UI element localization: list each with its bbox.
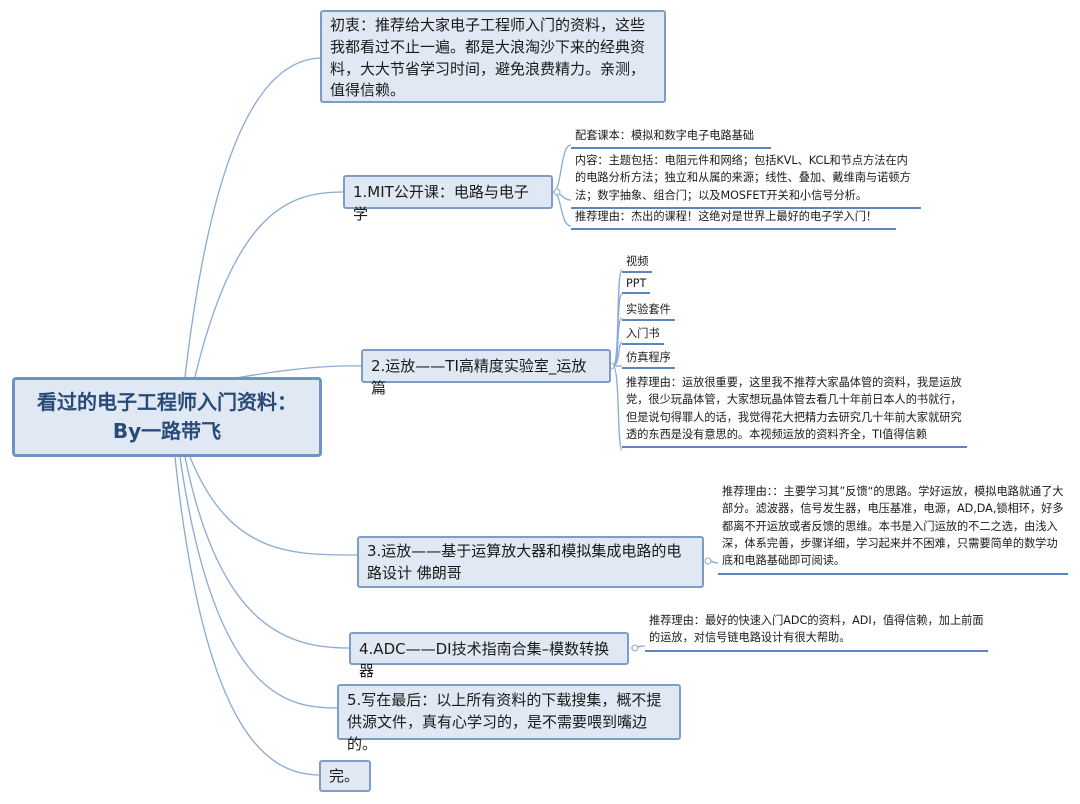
final-note-node[interactable]: 5.写在最后：以上所有资料的下载搜集，概不提供源文件，真有心学习的，是不需要喂到… bbox=[337, 684, 681, 753]
ti-item-lab-kit[interactable]: 实验套件 bbox=[622, 301, 675, 321]
mit-content-leaf[interactable]: 内容：主题包括：电阻元件和网络；包括KVL、KCL和节点方法在内的电路分析方法；… bbox=[571, 152, 921, 210]
central-topic[interactable]: 看过的电子工程师入门资料： By一路带飞 bbox=[12, 377, 322, 457]
ti-item-ppt[interactable]: PPT bbox=[622, 277, 651, 294]
ti-item-video[interactable]: 视频 bbox=[622, 253, 653, 273]
central-topic-author: By一路带飞 bbox=[112, 419, 222, 443]
intro-node[interactable]: 初衷：推荐给大家电子工程师入门的资料，这些我都看过不止一遍。都是大浪淘沙下来的经… bbox=[320, 10, 666, 103]
end-node[interactable]: 完。 bbox=[319, 760, 371, 792]
mit-course-node[interactable]: 1.MIT公开课：电路与电子学 bbox=[343, 175, 553, 223]
ti-item-intro-book[interactable]: 入门书 bbox=[622, 325, 664, 345]
central-topic-title: 看过的电子工程师入门资料： bbox=[37, 390, 297, 414]
ti-item-simulator[interactable]: 仿真程序 bbox=[622, 349, 675, 369]
ti-reason-leaf[interactable]: 推荐理由：运放很重要，这里我不推荐大家晶体管的资料，我是运放党，很少玩晶体管，大… bbox=[622, 374, 967, 449]
opamp-book-node[interactable]: 3.运放——基于运算放大器和模拟集成电路的电路设计 佛朗哥 bbox=[357, 536, 704, 588]
adc-node[interactable]: 4.ADC——DI技术指南合集–模数转换器 bbox=[349, 632, 629, 680]
mit-textbook-leaf[interactable]: 配套课本：模拟和数字电子电路基础 bbox=[571, 127, 771, 150]
opamp-reason-leaf[interactable]: 推荐理由：：主要学习其”反馈“的思路。学好运放，模拟电路就通了大部分。滤波器，信… bbox=[718, 483, 1068, 575]
ti-opamp-node[interactable]: 2.运放——TI高精度实验室_运放篇 bbox=[361, 349, 611, 397]
adc-reason-leaf[interactable]: 推荐理由：最好的快速入门ADC的资料，ADI，值得信赖，加上前面的运放，对信号链… bbox=[645, 612, 988, 652]
mit-reason-leaf[interactable]: 推荐理由：杰出的课程！这绝对是世界上最好的电子学入门！ bbox=[571, 208, 896, 231]
